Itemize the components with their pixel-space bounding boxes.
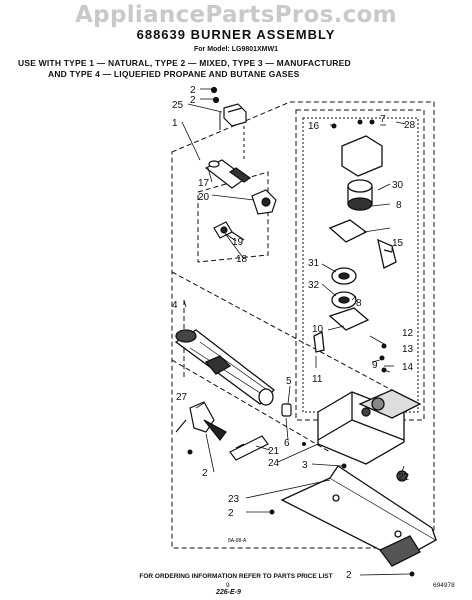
burner-tube xyxy=(174,329,275,406)
callout-label: 1 xyxy=(172,118,178,129)
callout-label: 19 xyxy=(232,237,244,248)
screws xyxy=(187,119,415,577)
callout-label: 7 xyxy=(380,114,386,125)
watermark: AppliancePartsPros.com xyxy=(75,2,397,28)
callout-label: 24 xyxy=(268,458,280,469)
callout-label: 32 xyxy=(308,280,320,291)
gas-valve-body xyxy=(317,389,422,482)
handwritten-note: 226-E-9 xyxy=(216,589,241,596)
callout-label: 8 xyxy=(396,200,402,211)
housing-outline xyxy=(171,101,435,549)
callout-label: 21 xyxy=(268,446,280,457)
usage-line-2: AND TYPE 4 — LIQUEFIED PROPANE AND BUTAN… xyxy=(48,69,300,79)
usage-line-1: USE WITH TYPE 1 — NATURAL, TYPE 2 — MIXE… xyxy=(18,58,351,68)
callout-label: 9 xyxy=(372,360,378,371)
callout-label: 25 xyxy=(172,100,184,111)
callout-label: 8 xyxy=(356,298,362,309)
callout-label: 2 xyxy=(228,508,234,519)
callout-label: 22 xyxy=(398,472,410,483)
part-21-sensor xyxy=(229,435,269,461)
callout-label: 2 xyxy=(202,468,208,479)
callout-label: 31 xyxy=(308,258,320,269)
callout-label: 4 xyxy=(172,300,178,311)
callout-label: 2 xyxy=(190,85,196,96)
callout-label: 20 xyxy=(198,192,210,203)
callout-label: 10 xyxy=(312,324,324,335)
model-line: For Model: LG9801XMW1 xyxy=(193,46,278,53)
callout-label: 2 xyxy=(346,570,352,581)
page-number: 9 xyxy=(226,582,230,589)
callout-label: 5 xyxy=(286,376,292,387)
diagram-title: 688639 BURNER ASSEMBLY xyxy=(136,27,336,42)
footer-text: FOR ORDERING INFORMATION REFER TO PARTS … xyxy=(139,573,333,580)
callout-label: 27 xyxy=(176,392,188,403)
part-18-19-orifice xyxy=(213,221,245,241)
callout-label: 14 xyxy=(402,362,414,373)
callout-label: 15 xyxy=(392,238,404,249)
callout-label: 12 xyxy=(402,328,414,339)
callout-label: 18 xyxy=(236,254,248,265)
part-27-igniter xyxy=(175,401,227,441)
callout-label: 2 xyxy=(190,95,196,106)
callout-label: 16 xyxy=(308,121,320,132)
part-6-fitting xyxy=(281,403,292,417)
callout-label: 3 xyxy=(302,460,308,471)
part-17-tube xyxy=(204,159,252,189)
callout-label: 6 xyxy=(284,438,290,449)
callout-label: 13 xyxy=(402,344,414,355)
callout-label: 11 xyxy=(312,374,323,385)
part-25-bracket xyxy=(210,86,247,127)
callout-label: 30 xyxy=(392,180,404,191)
plate-label: 8A-98-A xyxy=(228,538,247,544)
drawing-code: 694978 xyxy=(433,582,455,589)
valve-coils xyxy=(313,135,397,353)
part-20-air-shutter xyxy=(251,189,277,215)
callout-label: 17 xyxy=(198,178,210,189)
callout-label: 23 xyxy=(228,494,240,505)
part-23-24-base-plate xyxy=(280,465,438,567)
callout-label: 28 xyxy=(404,120,416,131)
